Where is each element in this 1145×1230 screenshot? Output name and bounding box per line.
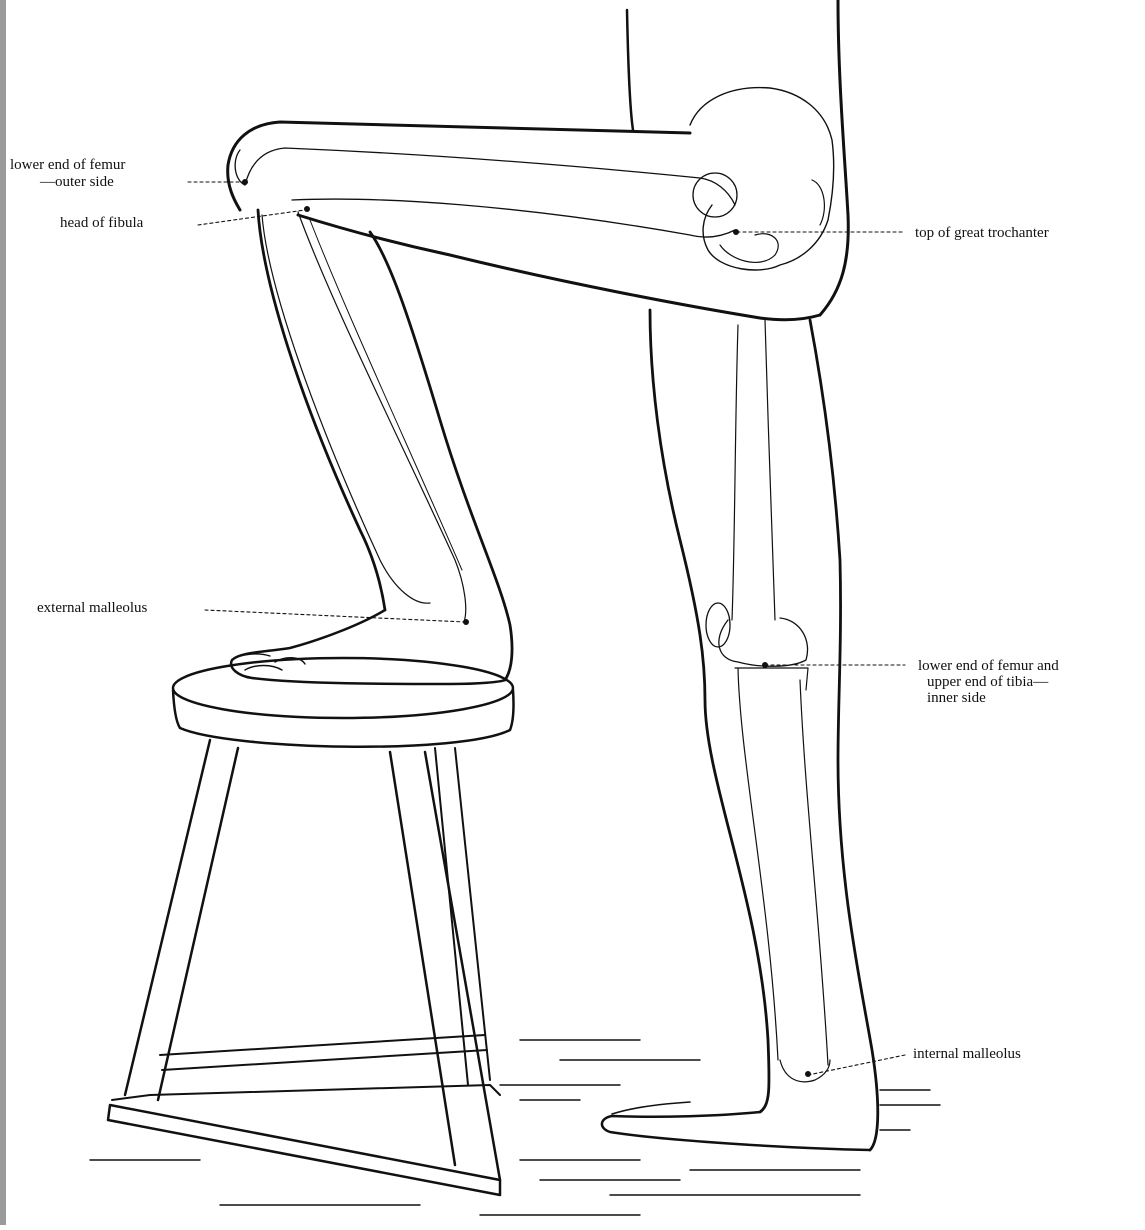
- label-top-of-great-trochanter: top of great trochanter: [915, 226, 1049, 241]
- label-internal-malleolus: internal malleolus: [913, 1047, 1021, 1062]
- pelvis-bone: [690, 88, 834, 270]
- raised-thigh-upper-edge: [228, 122, 690, 210]
- label-head-of-fibula: head of fibula: [60, 216, 143, 231]
- pelvis-inner: [720, 234, 778, 263]
- stool-stretcher: [160, 1035, 487, 1070]
- standing-leg-front: [810, 320, 878, 1150]
- raised-tibia: [262, 215, 430, 603]
- raised-calf-back: [370, 232, 512, 680]
- stool-base-front: [108, 1105, 500, 1195]
- raised-fibula-inner: [310, 220, 462, 570]
- stool-base-left: [112, 1085, 500, 1100]
- standing-toes: [612, 1102, 690, 1114]
- label-femur-tibia-line2: upper end of tibia—: [927, 675, 1048, 690]
- standing-leg-back: [650, 310, 769, 1112]
- dot-external-malleolus: [463, 619, 469, 625]
- label-femur-tibia-line1: lower end of femur and: [918, 659, 1059, 674]
- pelvis-crest: [812, 180, 824, 225]
- standing-femur: [732, 320, 775, 620]
- leader-external-malleolus: [205, 610, 465, 622]
- standing-tibia: [738, 668, 828, 1065]
- dot-internal-malleolus: [805, 1071, 811, 1077]
- label-femur-tibia-line3: inner side: [927, 691, 986, 706]
- torso-back-line: [627, 10, 633, 130]
- dot-great-trochanter: [733, 229, 739, 235]
- standing-knee: [719, 618, 808, 666]
- binding-shadow: [0, 0, 6, 1225]
- stool-leg-middle: [390, 752, 500, 1180]
- label-femur-outer-line1: lower end of femur: [10, 158, 125, 173]
- label-femur-outer-line2: —outer side: [40, 175, 114, 190]
- stool-leg-left: [125, 740, 238, 1100]
- leader-lines: [188, 182, 905, 1075]
- leader-internal-malleolus: [808, 1055, 905, 1075]
- hip-socket: [693, 173, 737, 217]
- dot-femur-tibia: [762, 662, 768, 668]
- leader-head-of-fibula: [198, 210, 305, 225]
- dot-femur-outer: [242, 179, 248, 185]
- stool-seat-top: [173, 658, 513, 718]
- standing-tibia-upper: [735, 668, 808, 690]
- standing-foot: [602, 1112, 870, 1150]
- standing-ankle: [780, 1060, 830, 1082]
- label-external-malleolus: external malleolus: [37, 601, 147, 616]
- raised-thigh-lower-edge: [298, 215, 820, 320]
- dot-head-of-fibula: [304, 206, 310, 212]
- standing-patella: [706, 603, 730, 647]
- raised-femur-upper: [245, 148, 735, 205]
